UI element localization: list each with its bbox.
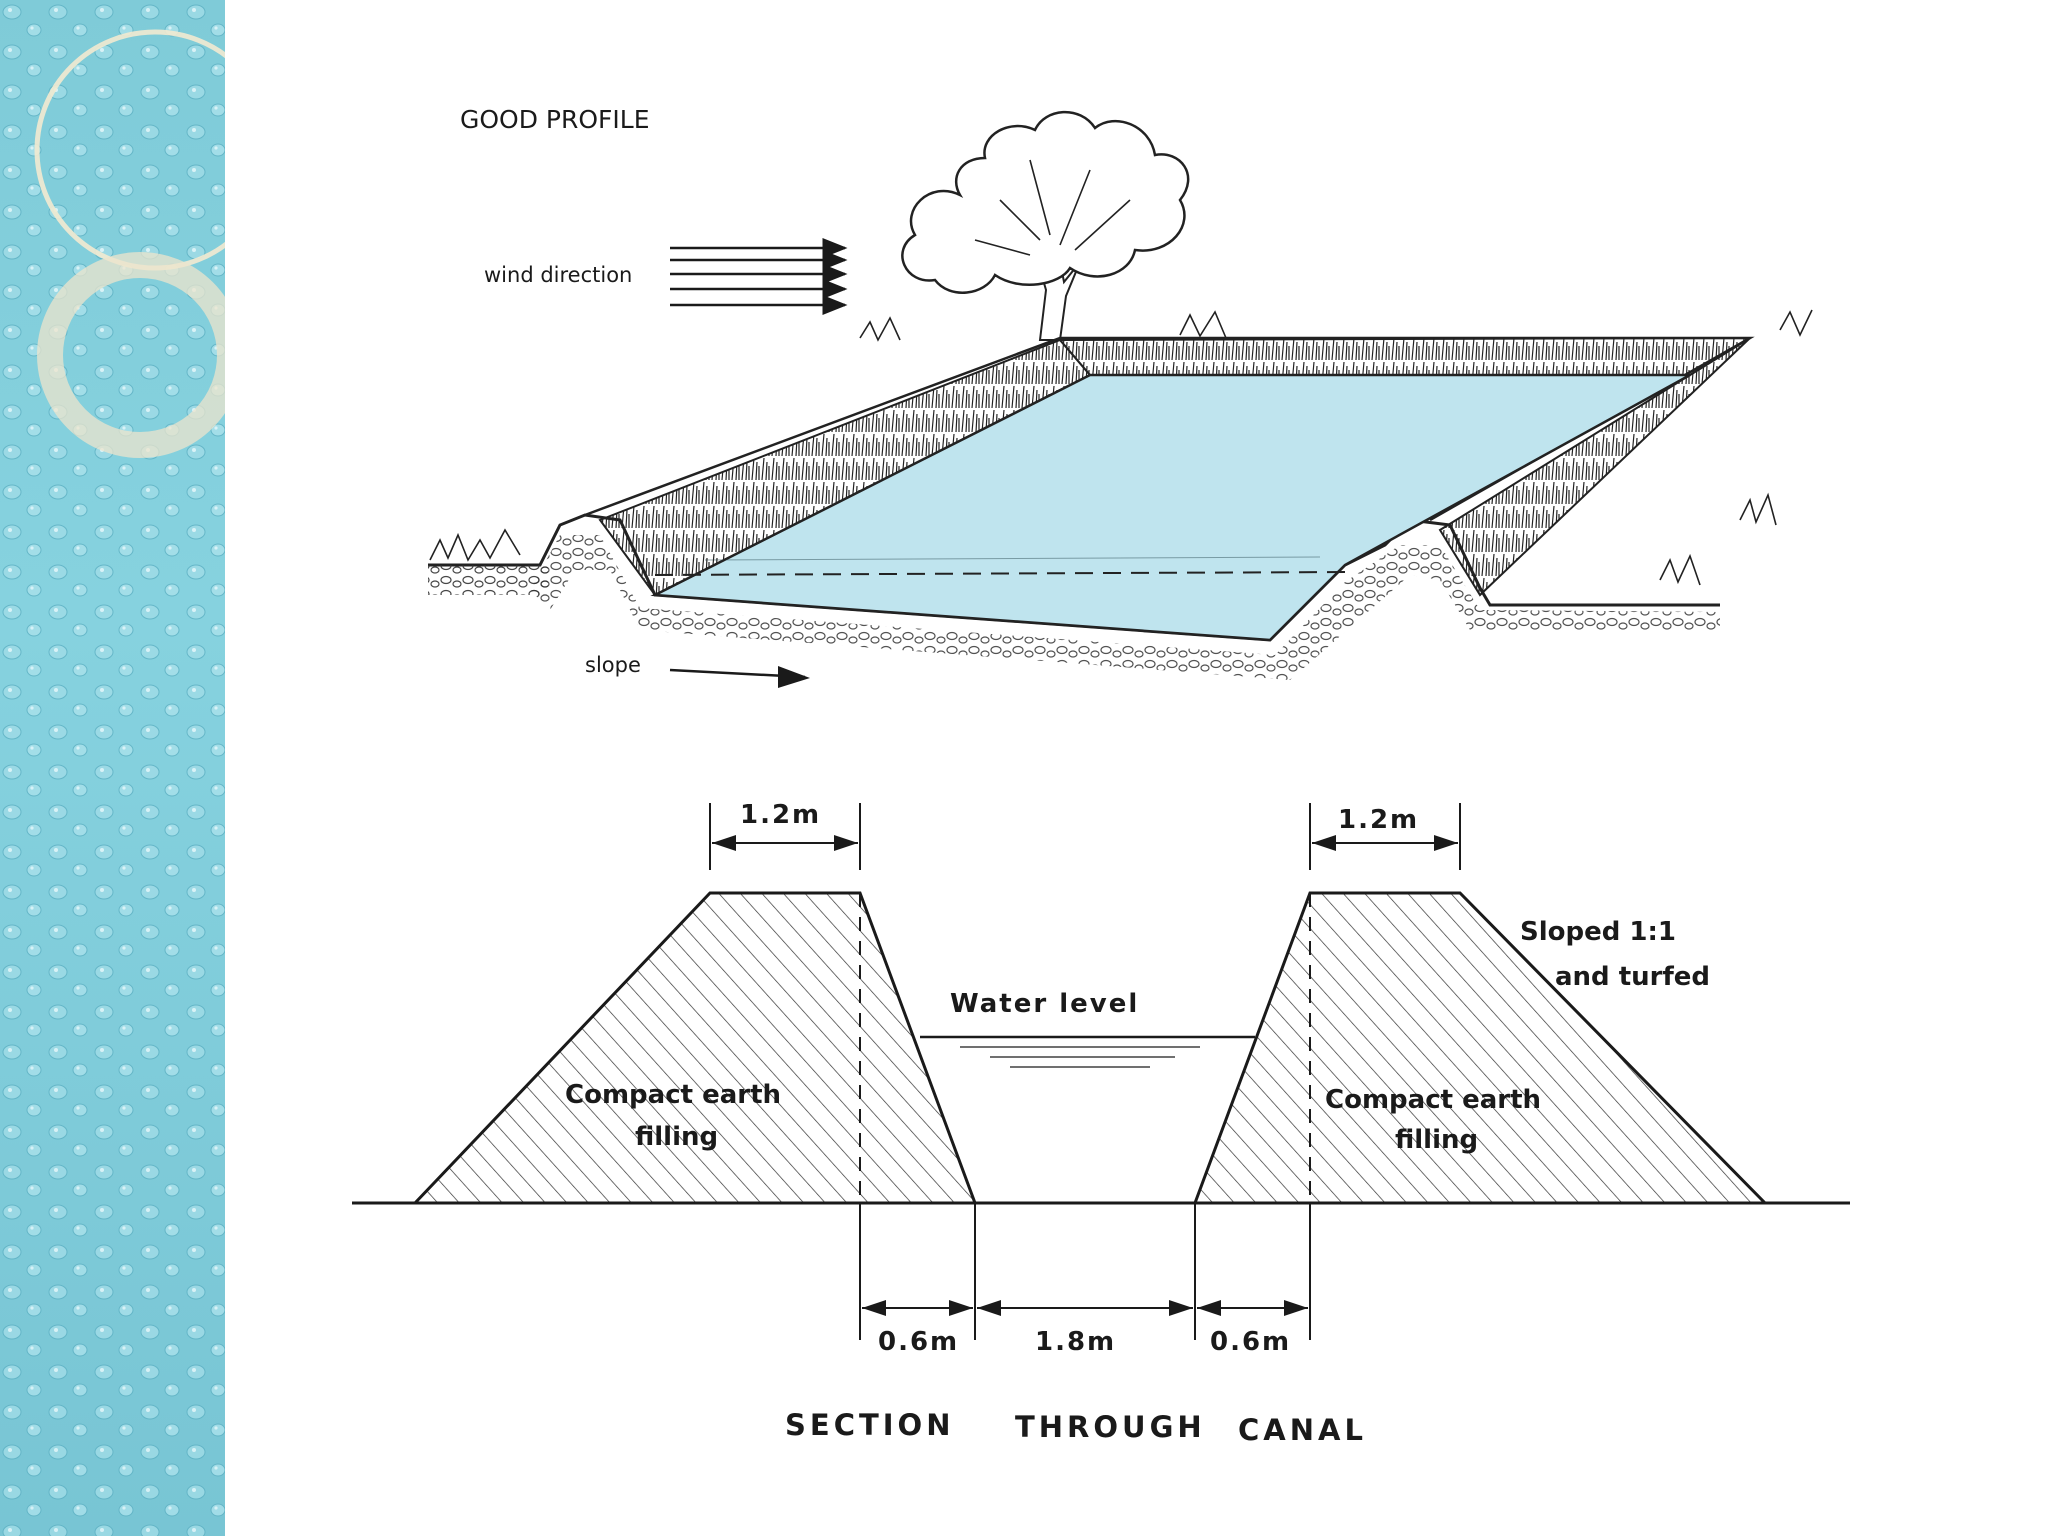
right-embankment xyxy=(1192,891,1769,1205)
good-profile-title: GOOD PROFILE xyxy=(460,105,650,134)
caption-through: THROUGH xyxy=(1015,1410,1206,1444)
fill-right-line1: Compact earth xyxy=(1325,1085,1541,1115)
decorative-ring-small xyxy=(37,252,227,458)
water-level-label: Water level xyxy=(950,989,1139,1019)
dimension-left-berm: 0.6m xyxy=(878,1327,959,1357)
caption-section: SECTION xyxy=(785,1408,954,1442)
decorative-sidebar xyxy=(0,0,227,1536)
fill-left-line1: Compact earth xyxy=(565,1080,781,1110)
water-droplet-pattern xyxy=(0,0,227,1536)
right-turfed-slope xyxy=(1438,337,1751,597)
left-embankment xyxy=(411,891,978,1205)
wind-arrows xyxy=(670,238,848,315)
tree-icon xyxy=(901,110,1190,341)
crest-width-left: 1.2m xyxy=(740,800,821,830)
dimension-right-berm: 0.6m xyxy=(1210,1327,1291,1357)
fill-left-line2: filling xyxy=(635,1122,718,1152)
slope-note-line2: and turfed xyxy=(1555,962,1710,992)
crest-width-right: 1.2m xyxy=(1338,805,1419,835)
slope-label: slope xyxy=(585,653,641,677)
canal-section-diagram: Water level 1.2m 1.2m Sloped 1:1 and tur… xyxy=(352,800,1850,1447)
good-profile-diagram: GOOD PROFILE wind direction xyxy=(428,105,1813,688)
slope-note-line1: Sloped 1:1 xyxy=(1520,917,1676,947)
wind-direction-label: wind direction xyxy=(484,263,632,287)
dimension-canal-bed: 1.8m xyxy=(1035,1327,1116,1357)
caption-canal: CANAL xyxy=(1238,1413,1367,1447)
far-turfed-slope xyxy=(1057,336,1754,376)
fill-right-line2: filling xyxy=(1395,1125,1478,1155)
